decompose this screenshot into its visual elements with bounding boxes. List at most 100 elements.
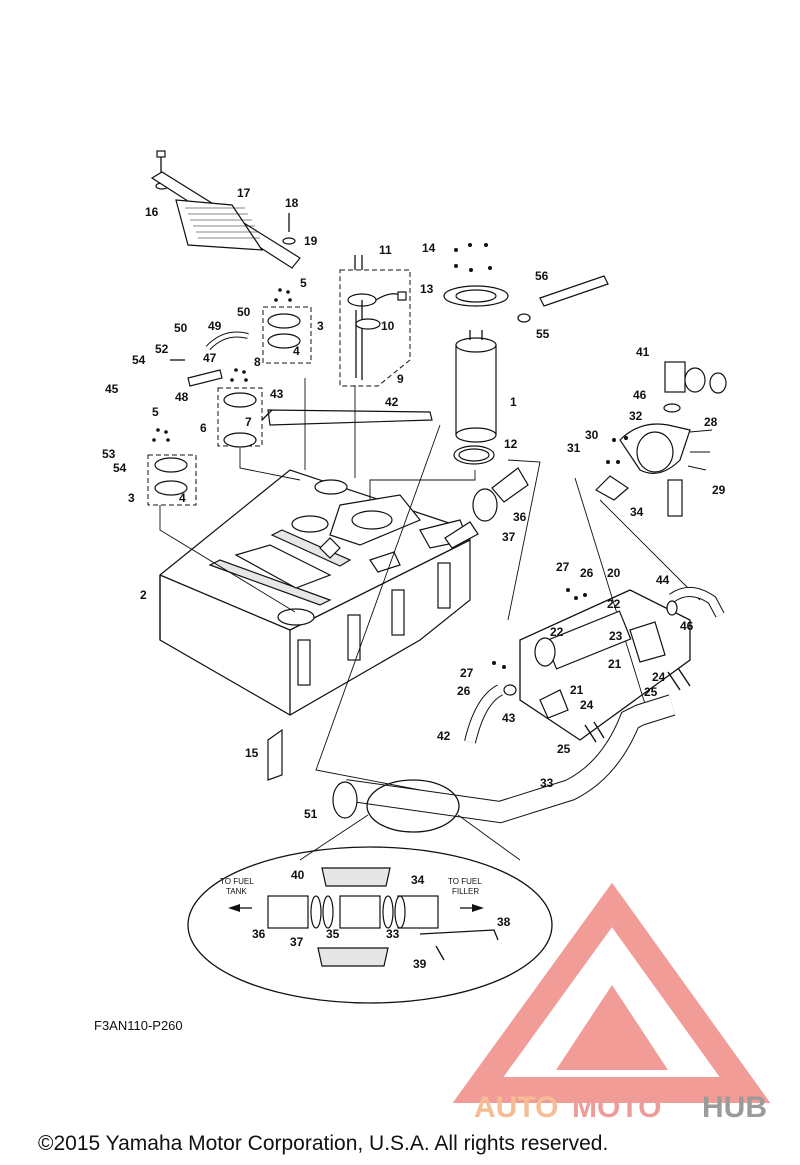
callout-label: 34	[411, 873, 425, 887]
callout-label: 20	[607, 566, 621, 580]
inset-label-right-1: TO FUEL	[448, 877, 482, 886]
callout-label: 3	[128, 491, 135, 505]
callout-label: 21	[570, 683, 584, 697]
callout-label: 34	[630, 505, 644, 519]
callout-label: 39	[413, 957, 427, 971]
callout-label: 51	[304, 807, 318, 821]
callout-label: 32	[629, 409, 643, 423]
callout-label: 50	[237, 305, 251, 319]
callout-label: 9	[397, 372, 404, 386]
filler-strip	[261, 409, 433, 426]
pad-15	[267, 728, 283, 781]
callout-label: 33	[386, 927, 400, 941]
callout-label: 47	[203, 351, 217, 365]
callout-label: 11	[379, 243, 392, 257]
callout-label: 54	[113, 461, 127, 475]
callout-label: 6	[200, 421, 207, 435]
callout-label: 41	[636, 345, 650, 359]
callout-label: 48	[175, 390, 189, 404]
callout-label: 5	[152, 405, 159, 419]
callout-label: 45	[105, 382, 119, 396]
callout-label: 14	[422, 241, 436, 255]
callout-label: 40	[291, 868, 305, 882]
callout-label: 19	[304, 234, 318, 248]
vent-hoses-left	[116, 331, 249, 456]
callout-label: 35	[326, 927, 340, 941]
callout-label: 4	[293, 344, 300, 358]
callout-label: 27	[460, 666, 474, 680]
callout-label: 1	[510, 395, 517, 409]
connection-lines	[159, 378, 701, 791]
fuel-pump-assembly	[443, 243, 509, 465]
callout-label: 27	[556, 560, 570, 574]
diagram-code: F3AN110-P260	[94, 1018, 183, 1033]
callout-label: 15	[245, 746, 259, 760]
callout-label: 22	[607, 597, 621, 611]
callout-label: 30	[585, 428, 599, 442]
callout-label: 38	[497, 915, 511, 929]
callout-label: 23	[609, 629, 623, 643]
callout-label: 43	[270, 387, 284, 401]
callout-label: 4	[179, 491, 186, 505]
callout-label: 25	[557, 742, 571, 756]
callout-label: 52	[155, 342, 169, 356]
callout-label: 33	[540, 776, 554, 790]
callout-label: 24	[580, 698, 594, 712]
callout-label: 36	[513, 510, 527, 524]
detail-callout-circle	[366, 779, 460, 833]
callout-label: 56	[535, 269, 549, 283]
inset-label-left-2: TANK	[226, 887, 247, 896]
callout-label: 8	[254, 355, 261, 369]
watermark-text-3: HUB	[702, 1091, 767, 1124]
callout-label: 36	[252, 927, 266, 941]
filler-cap-assembly	[595, 361, 727, 517]
callout-label: 37	[290, 935, 304, 949]
callout-label: 18	[285, 196, 299, 210]
fuel-sender-assembly	[339, 255, 411, 387]
callout-label: 42	[437, 729, 451, 743]
callout-label: 43	[502, 711, 516, 725]
callout-label: 37	[502, 530, 516, 544]
callout-label: 17	[237, 186, 251, 200]
callout-numbers: 17 16 18 19 11 14 56 13 55 5 50 3 49 10 …	[102, 186, 726, 971]
fuel-filter-assembly	[492, 588, 691, 743]
callout-label: 7	[245, 415, 252, 429]
filler-neck	[444, 467, 529, 549]
callout-label: 22	[550, 625, 564, 639]
watermark-text-2: MOTO	[572, 1091, 661, 1124]
callout-label: 26	[457, 684, 471, 698]
callout-label: 29	[712, 483, 726, 497]
callout-label: 46	[633, 388, 647, 402]
callout-label: 46	[680, 619, 694, 633]
vent-hose	[517, 275, 609, 323]
watermark-logo: AUTO MOTO HUB	[452, 882, 771, 1124]
inset-label-right-2: FILLER	[452, 887, 479, 896]
callout-label: 54	[132, 353, 146, 367]
callout-label: 3	[317, 319, 324, 333]
callout-label: 53	[102, 447, 116, 461]
detail-inset: TO FUEL TANK TO FUEL FILLER	[187, 846, 553, 1004]
callout-label: 44	[656, 573, 670, 587]
callout-label: 42	[385, 395, 399, 409]
callout-label: 2	[140, 588, 147, 602]
cover-plates	[147, 288, 312, 506]
callout-label: 49	[208, 319, 222, 333]
callout-label: 16	[145, 205, 159, 219]
callout-label: 13	[420, 282, 434, 296]
callout-label: 12	[504, 437, 518, 451]
callout-label: 55	[536, 327, 550, 341]
callout-label: 24	[652, 670, 666, 684]
watermark-text-1: AUTO	[474, 1091, 558, 1124]
callout-label: 21	[608, 657, 622, 671]
fuel-tank	[159, 469, 471, 716]
cover-rail-assembly	[150, 150, 301, 269]
callout-label: 5	[300, 276, 307, 290]
copyright-notice: ©2015 Yamaha Motor Corporation, U.S.A. A…	[38, 1132, 608, 1155]
callout-label: 25	[644, 685, 658, 699]
callout-label: 26	[580, 566, 594, 580]
callout-label: 50	[174, 321, 188, 335]
callout-label: 28	[704, 415, 718, 429]
callout-label: 10	[381, 319, 395, 333]
inset-label-left-1: TO FUEL	[220, 877, 254, 886]
